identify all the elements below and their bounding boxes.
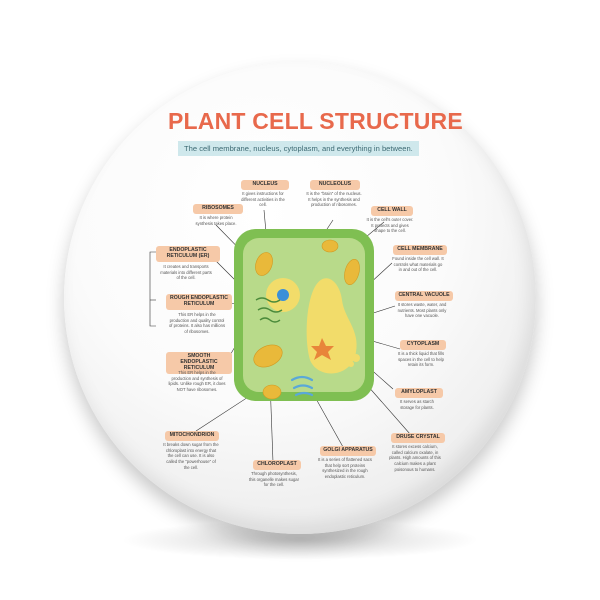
label-nucleolus: NUCLEOLUS <box>310 180 360 190</box>
label-er: ENDOPLASTIC RETICULUM (ER) <box>156 246 220 262</box>
amyloplast-shape <box>352 354 360 362</box>
label-amyloplast: AMYLOPLAST <box>395 388 443 398</box>
desc-golgi: It is a series of flattened sacs that he… <box>318 457 372 480</box>
label-cell-membrane: CELL MEMBRANE <box>393 245 447 255</box>
page-subtitle: The cell membrane, nucleus, cytoplasm, a… <box>178 141 419 156</box>
label-druse-crystal: DRUSE CRYSTAL <box>391 433 445 443</box>
druse-crystal-shape <box>311 338 334 360</box>
golgi-shape <box>290 375 314 397</box>
chloroplasts <box>253 239 360 400</box>
label-cytoplasm: CYTOPLASM <box>400 340 446 350</box>
desc-druse-crystal: It stores excess calcium, called calcium… <box>389 444 441 472</box>
desc-nucleus: It gives instructions for different acti… <box>241 191 285 208</box>
page-title: PLANT CELL STRUCTURE <box>168 108 463 134</box>
nucleolus-shape <box>277 289 289 301</box>
desc-chloroplast: Through photosynthesis, this organelle m… <box>248 471 300 488</box>
desc-rough-er: This ER helps in the production and qual… <box>168 312 226 335</box>
label-cell-wall: CELL WALL <box>371 206 413 216</box>
label-nucleus: NUCLEUS <box>241 180 289 190</box>
desc-mitochondrion: It breaks down sugar from the chloroplas… <box>163 442 219 470</box>
label-smooth-er: SMOOTH ENDOPLASTIC RETICULUM <box>166 352 232 374</box>
desc-cell-membrane: Found inside the cell wall. It controls … <box>392 256 444 273</box>
desc-nucleolus: It is the "brain" of the nucleus. It hel… <box>306 191 362 208</box>
label-ribosomes: RIBOSOMES <box>193 204 243 214</box>
label-rough-er: ROUGH ENDOPLASTIC RETICULUM <box>166 294 232 310</box>
amyloplast-shape-2 <box>348 361 354 367</box>
label-mitochondrion: MITOCHONDRION <box>165 431 219 441</box>
label-central-vacuole: CENTRAL VACUOLE <box>395 291 453 301</box>
desc-ribosomes: It is where protein synthesis takes plac… <box>195 215 237 226</box>
desc-central-vacuole: It stores waste, water, and nutrients. M… <box>397 302 447 319</box>
desc-cell-wall: It is the cell's outer cover. It protect… <box>366 217 414 234</box>
desc-er: It creates and transports materials into… <box>160 264 212 281</box>
desc-smooth-er: This ER helps in the production and synt… <box>168 370 226 393</box>
label-golgi: GOLGI APPARATUS <box>320 446 376 456</box>
label-chloroplast: CHLOROPLAST <box>253 460 301 470</box>
desc-cytoplasm: It is a thick liquid that fills spaces i… <box>397 351 445 368</box>
er-shapes <box>255 297 283 323</box>
desc-amyloplast: It serves as starch storage for plants. <box>400 399 434 410</box>
